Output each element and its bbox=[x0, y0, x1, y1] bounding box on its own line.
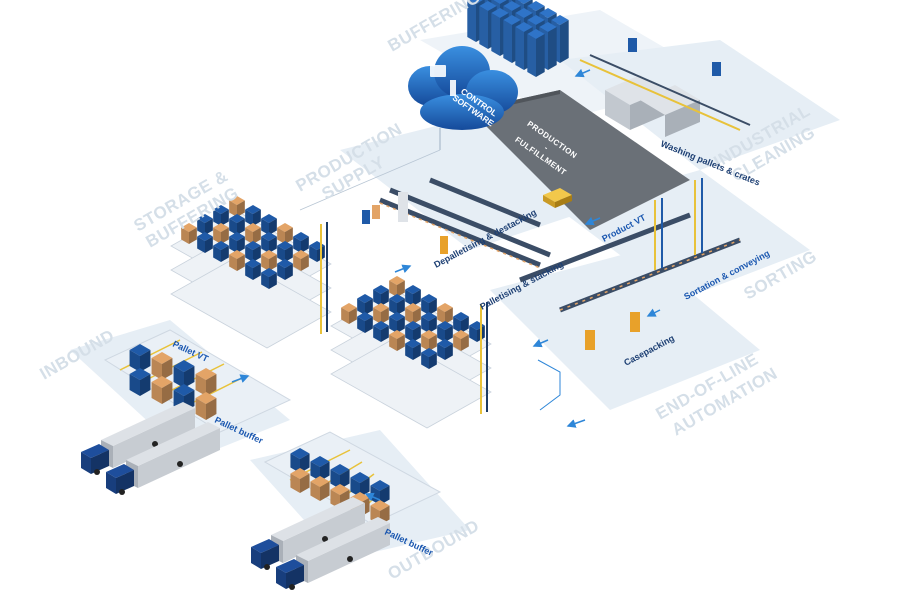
rack-box bbox=[213, 205, 229, 226]
pallet-load bbox=[151, 352, 173, 380]
zone-plate-end-of-line bbox=[490, 250, 760, 410]
pallet-load bbox=[195, 368, 217, 396]
rack-box bbox=[437, 339, 453, 360]
outbound-pallet-buffer bbox=[263, 431, 442, 525]
pallet-load bbox=[310, 476, 330, 501]
server-icon bbox=[450, 80, 456, 96]
pallet-load bbox=[129, 344, 151, 372]
flow-arrow bbox=[231, 374, 250, 383]
rack-box bbox=[405, 285, 421, 306]
rack-box bbox=[405, 321, 421, 342]
rack-box bbox=[245, 259, 261, 280]
rack-box bbox=[437, 303, 453, 324]
rack-box bbox=[341, 303, 357, 324]
robot-arm-icon-2 bbox=[630, 312, 640, 332]
monitor-icon bbox=[430, 65, 446, 77]
flow-arrows bbox=[231, 68, 661, 502]
rack-box bbox=[373, 321, 389, 342]
rack-box bbox=[421, 312, 437, 333]
flow-arrow bbox=[584, 216, 601, 226]
outbound-trucks bbox=[251, 497, 390, 590]
rack-box bbox=[421, 294, 437, 315]
connector-line bbox=[537, 359, 561, 411]
rack-box bbox=[197, 232, 213, 253]
rack-box bbox=[373, 303, 389, 324]
rack-box bbox=[261, 268, 277, 289]
rack-box bbox=[261, 214, 277, 235]
crate-stack bbox=[527, 29, 545, 77]
rack-box bbox=[229, 196, 245, 217]
rack-box bbox=[197, 214, 213, 235]
rack-box bbox=[213, 223, 229, 244]
control-software-cloud: CONTROL SOFTWARE bbox=[299, 46, 518, 211]
rack-box bbox=[357, 294, 373, 315]
rack-box bbox=[245, 223, 261, 244]
production-fulfillment-floor bbox=[470, 90, 690, 230]
rack-box bbox=[293, 250, 309, 271]
truck-icon bbox=[81, 402, 195, 475]
depalletising-conveyors bbox=[362, 177, 551, 269]
inbound-pallet-buffer bbox=[103, 329, 292, 433]
pallet-load bbox=[310, 456, 330, 481]
buffering-crate-storage bbox=[467, 0, 569, 77]
rack-box bbox=[405, 303, 421, 324]
robot-arm-icon-3 bbox=[585, 330, 595, 350]
storage-rack-block-2 bbox=[330, 276, 492, 429]
truck-icon bbox=[251, 497, 365, 570]
flow-arrow bbox=[394, 264, 412, 273]
robot-arm-icon bbox=[440, 236, 448, 254]
rack-box bbox=[245, 241, 261, 262]
rack-box bbox=[389, 294, 405, 315]
rack-box bbox=[421, 348, 437, 369]
rack-box bbox=[453, 312, 469, 333]
truck-icon bbox=[276, 517, 390, 590]
rack-box bbox=[437, 321, 453, 342]
washing-machines bbox=[579, 38, 751, 137]
pallet-load bbox=[195, 392, 217, 420]
rack-shelf bbox=[170, 257, 332, 349]
rack-box bbox=[229, 232, 245, 253]
sortation-conveyors bbox=[519, 178, 741, 350]
rack-box bbox=[453, 330, 469, 351]
rack-box bbox=[389, 312, 405, 333]
rack-box bbox=[277, 241, 293, 262]
rack-box bbox=[389, 330, 405, 351]
pallet-load bbox=[330, 464, 350, 489]
rack-box bbox=[229, 214, 245, 235]
pallet-load bbox=[350, 472, 370, 497]
pallet-load bbox=[290, 448, 310, 473]
rack-box bbox=[357, 312, 373, 333]
rack-box bbox=[181, 223, 197, 244]
floor-label-line2: - bbox=[543, 143, 551, 152]
rack-box bbox=[373, 285, 389, 306]
storage-rack-block-1 bbox=[170, 196, 332, 349]
pallet-load bbox=[173, 360, 195, 388]
rack-shelf bbox=[330, 337, 492, 429]
pallet-load bbox=[129, 368, 151, 396]
flow-arrow bbox=[566, 419, 586, 428]
flow-arrow bbox=[364, 492, 381, 502]
pallet-load bbox=[151, 376, 173, 404]
rack-box bbox=[421, 330, 437, 351]
truck-icon bbox=[106, 422, 220, 495]
zone-plate-production-supply bbox=[340, 110, 620, 250]
rack-box bbox=[277, 223, 293, 244]
rack-box bbox=[213, 241, 229, 262]
rack-box bbox=[229, 250, 245, 271]
agv-vehicle bbox=[543, 188, 572, 208]
rack-box bbox=[277, 259, 293, 280]
rack-box bbox=[293, 232, 309, 253]
rack-box bbox=[261, 232, 277, 253]
flow-arrow bbox=[574, 68, 591, 78]
rack-box bbox=[389, 276, 405, 297]
inbound-trucks bbox=[81, 402, 220, 495]
rack-box bbox=[405, 339, 421, 360]
rack-box bbox=[261, 250, 277, 271]
pallet-load bbox=[290, 468, 310, 493]
flow-arrow bbox=[646, 308, 661, 317]
flow-arrow bbox=[532, 338, 549, 348]
rack-box bbox=[245, 205, 261, 226]
